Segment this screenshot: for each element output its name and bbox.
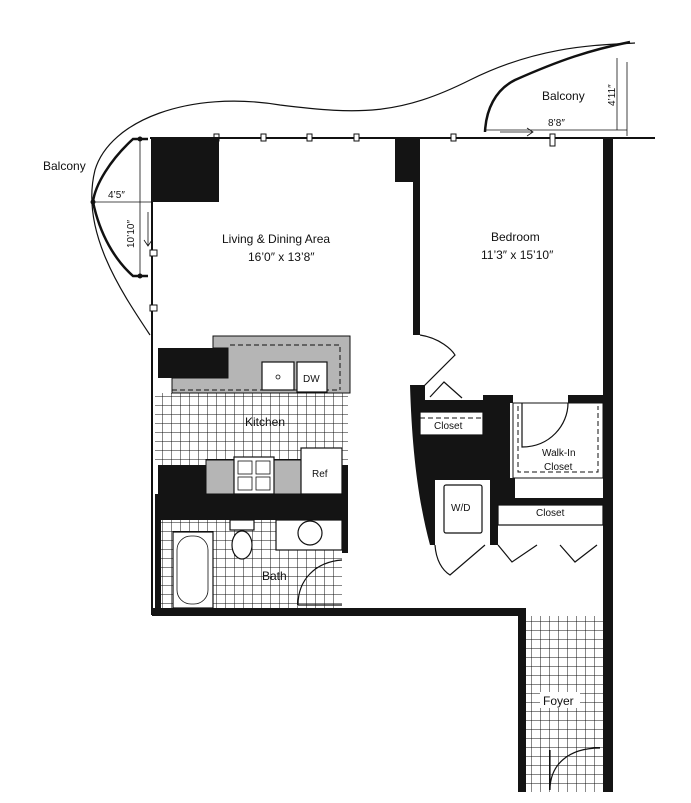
right-balcony-label: Balcony — [542, 89, 585, 103]
bathtub — [172, 531, 214, 609]
toilet — [231, 530, 253, 560]
living-room-size: 16’0″ x 13’8″ — [248, 250, 315, 264]
walk-in-closet-label-2: Closet — [544, 462, 573, 473]
refrigerator — [300, 447, 343, 495]
left-balcony-dimensions — [90, 136, 153, 279]
right-balcony-dimensions — [485, 58, 628, 137]
sink — [261, 361, 295, 391]
stove-burners — [237, 460, 271, 491]
closet-label: Closet — [434, 421, 463, 432]
closet — [419, 411, 484, 436]
right-balcony-width: 8’8″ — [548, 118, 565, 129]
foyer-label: Foyer — [543, 694, 574, 708]
left-balcony-length: 10’10″ — [126, 220, 137, 248]
entry-door — [549, 747, 601, 791]
walk-in-closet — [512, 402, 604, 479]
dishwasher-label: DW — [303, 374, 320, 385]
balcony-outline — [91, 42, 636, 336]
right-balcony-depth: 4’11″ — [607, 84, 618, 106]
washer-dryer — [443, 484, 483, 534]
bedroom-label: Bedroom — [491, 230, 540, 244]
right-balcony-rail — [483, 40, 631, 133]
washer-dryer-label: W/D — [451, 503, 470, 514]
left-balcony-width: 4’5″ — [108, 190, 125, 201]
left-balcony-label: Balcony — [43, 159, 86, 173]
living-room-label: Living & Dining Area — [222, 232, 330, 246]
closet-2-label: Closet — [536, 508, 565, 519]
stove — [233, 456, 275, 495]
kitchen-label: Kitchen — [245, 415, 285, 429]
dishwasher — [296, 361, 328, 393]
bedroom-size: 11’3″ x 15’10″ — [481, 248, 554, 262]
walk-in-closet-label-1: Walk-In — [542, 448, 576, 459]
refrigerator-label: Ref — [312, 469, 328, 480]
bath-door — [297, 559, 343, 606]
bedroom-door — [419, 334, 456, 391]
bath-label: Bath — [262, 569, 287, 583]
